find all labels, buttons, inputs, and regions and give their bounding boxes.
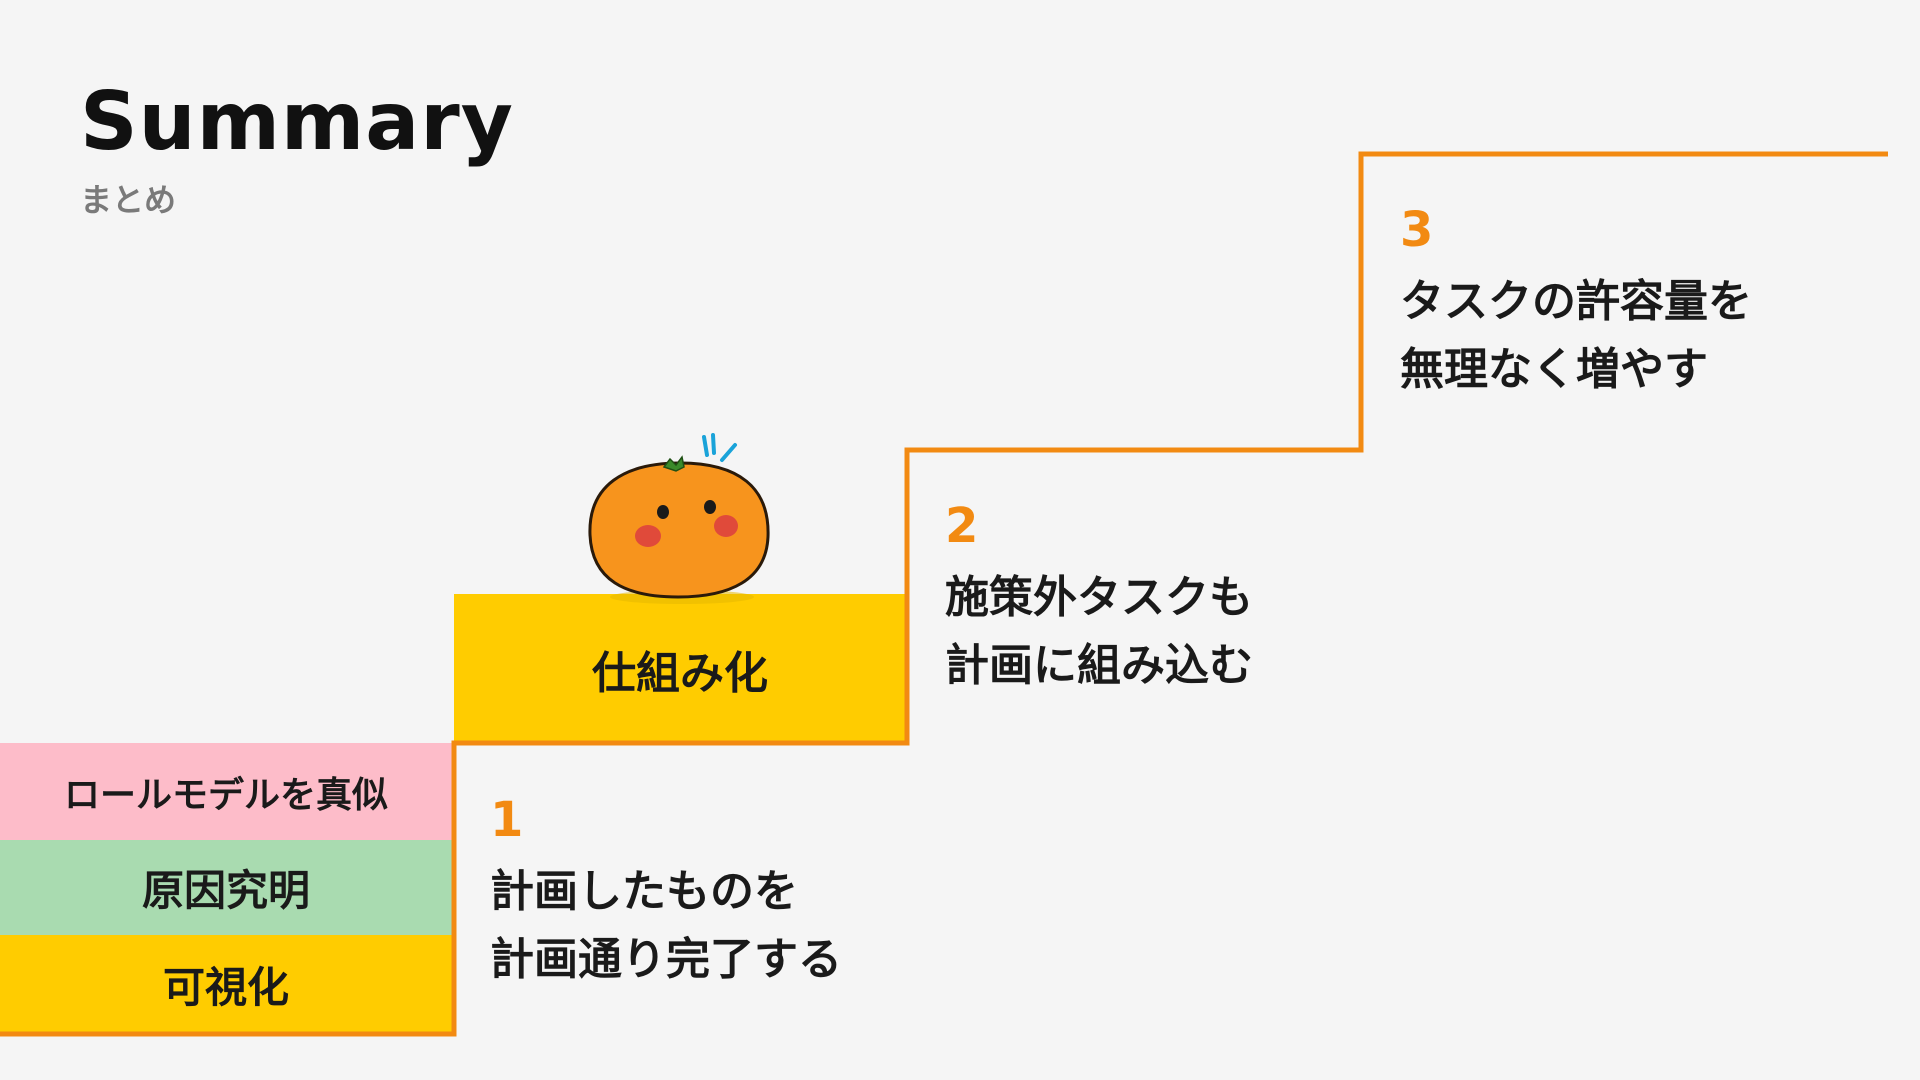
staircase-line bbox=[0, 151, 1888, 1037]
step-1-line-1: 計画したものを bbox=[490, 866, 798, 917]
step-3-line-1: タスクの許容量を bbox=[1400, 276, 1752, 327]
step-2-line-1: 施策外タスクも bbox=[945, 572, 1253, 623]
page-title: Summary bbox=[80, 75, 514, 168]
visualize-block: 可視化 bbox=[0, 935, 452, 1033]
step-2-number: 2 bbox=[945, 498, 979, 554]
systematize-block: 仕組み化 bbox=[454, 594, 906, 743]
role-model-label: ロールモデルを真似 bbox=[63, 774, 388, 816]
page-subtitle: まとめ bbox=[80, 181, 177, 219]
root-cause-label: 原因究明 bbox=[141, 866, 310, 915]
step-3-line-2: 無理なく増やす bbox=[1400, 344, 1708, 395]
step-3-text: タスクの許容量を 無理なく増やす bbox=[1400, 268, 1752, 404]
visualize-label: 可視化 bbox=[162, 962, 289, 1012]
step-3-number: 3 bbox=[1400, 202, 1434, 258]
step-2-text: 施策外タスクも 計画に組み込む bbox=[945, 564, 1253, 700]
systematize-label: 仕組み化 bbox=[592, 647, 768, 699]
step-1-text: 計画したものを 計画通り完了する bbox=[490, 858, 842, 994]
mandarin-orange-character-icon bbox=[588, 433, 770, 604]
root-cause-block: 原因究明 bbox=[0, 840, 452, 935]
step-2-line-2: 計画に組み込む bbox=[945, 640, 1253, 691]
role-model-block: ロールモデルを真似 bbox=[0, 743, 452, 840]
step-1-line-2: 計画通り完了する bbox=[490, 934, 842, 985]
step-1-number: 1 bbox=[490, 792, 524, 848]
